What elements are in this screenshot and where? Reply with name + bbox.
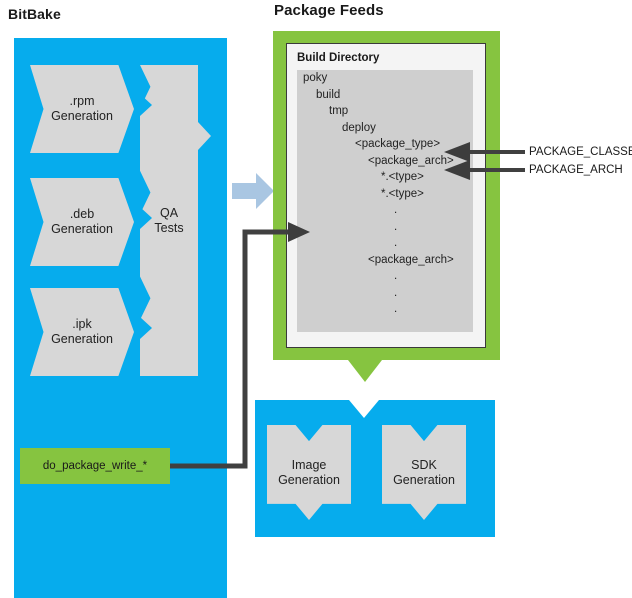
tree-line-list: poky build tmp deploy <package_type> <package… [297, 70, 473, 318]
tree-line: *.<type> [381, 187, 424, 200]
package-feeds-section-title: Package Feeds [274, 2, 384, 19]
process-label: .rpm Generation [51, 94, 113, 124]
process-label-line2: Generation [278, 472, 340, 487]
tree-line: deploy [342, 121, 376, 134]
tree-line: build [316, 88, 341, 101]
package-feeds-down-pointer-icon [348, 360, 382, 382]
tree-line: . [394, 220, 398, 233]
process-label: SDK Generation [393, 458, 455, 488]
tree-line: <package_arch> [368, 253, 454, 266]
tree-line: . [394, 270, 398, 282]
callout-label-package-classes: PACKAGE_CLASSES [529, 146, 632, 158]
tree-line: tmp [329, 105, 349, 117]
process-label-line1: .rpm [69, 94, 95, 108]
tree-line: . [394, 237, 398, 249]
qa-tests-label-line2: Tests [154, 220, 184, 235]
process-label-line1: SDK [411, 457, 437, 472]
bitbake-section-title: BitBake [8, 6, 61, 22]
downstream-panel-notch [349, 400, 379, 418]
transfer-arrow-icon [232, 170, 274, 212]
process-label-line2: Generation [51, 109, 113, 123]
process-deb-generation[interactable]: .deb Generation [30, 178, 134, 266]
tree-line: . [394, 204, 398, 216]
process-label: .deb Generation [51, 207, 113, 237]
process-ipk-generation[interactable]: .ipk Generation [30, 288, 134, 376]
tree-line: <package_arch> [368, 154, 454, 167]
callout-label-package-arch: PACKAGE_ARCH [529, 164, 623, 176]
build-directory-title: Build Directory [297, 52, 380, 64]
qa-tests-label-line1: QA [159, 205, 179, 220]
tree-line: poky [303, 72, 328, 84]
process-label-line1: .ipk [72, 317, 92, 331]
qa-tests-label: QA Tests [154, 206, 183, 236]
tree-line: . [394, 286, 398, 299]
process-label-line2: Generation [393, 472, 455, 487]
process-label: .ipk Generation [51, 317, 113, 347]
tree-line: <package_type> [355, 138, 441, 150]
process-label-line2: Generation [51, 332, 113, 346]
qa-tests-notch-top [140, 94, 152, 116]
process-label: Image Generation [278, 458, 340, 488]
qa-tests-notch-middle [140, 207, 152, 229]
qa-tests-notch-bottom [140, 317, 152, 339]
tree-line: *.<type> [381, 171, 424, 183]
qa-tests-chevron-tip-icon [198, 122, 211, 150]
tree-line: . [394, 303, 398, 315]
process-label-line1: Image [291, 457, 327, 472]
process-label-line2: Generation [51, 222, 113, 236]
build-directory-tree: poky build tmp deploy <package_type> <package… [297, 70, 473, 332]
task-do-package-write[interactable]: do_package_write_* [20, 448, 170, 484]
process-rpm-generation[interactable]: .rpm Generation [30, 65, 134, 153]
process-label-line1: .deb [69, 207, 95, 221]
